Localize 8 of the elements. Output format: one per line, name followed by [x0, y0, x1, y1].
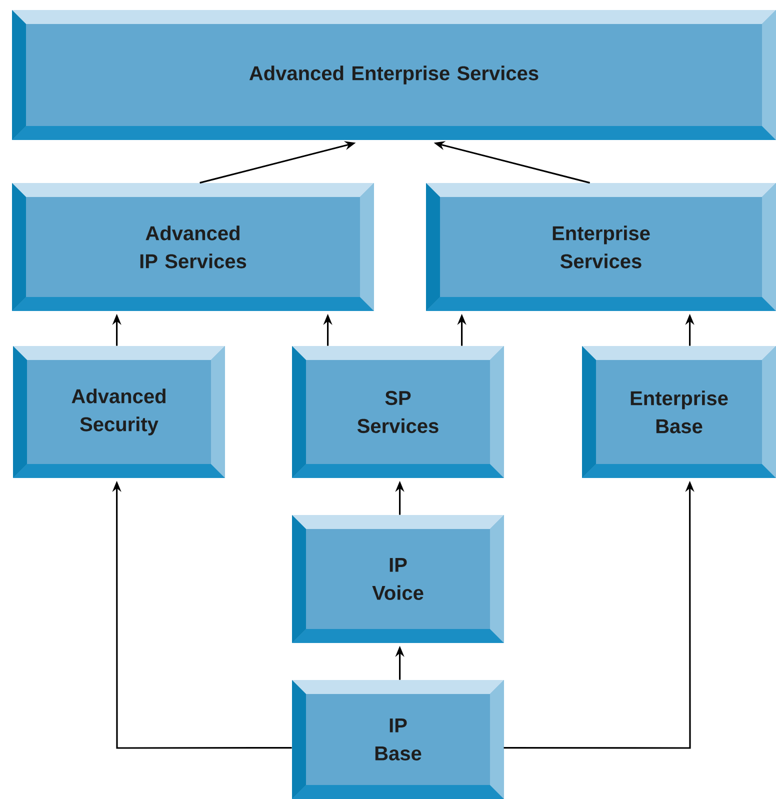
beveled-box: IP Voice: [292, 515, 504, 643]
beveled-box: Enterprise Base: [582, 346, 776, 478]
beveled-box: Advanced Enterprise Services: [12, 10, 776, 140]
beveled-box: Advanced IP Services: [12, 183, 374, 311]
beveled-box: IP Base: [292, 680, 504, 799]
beveled-box: SP Services: [292, 346, 504, 478]
beveled-box: Advanced Security: [13, 346, 225, 478]
beveled-box: Enterprise Services: [426, 183, 776, 311]
